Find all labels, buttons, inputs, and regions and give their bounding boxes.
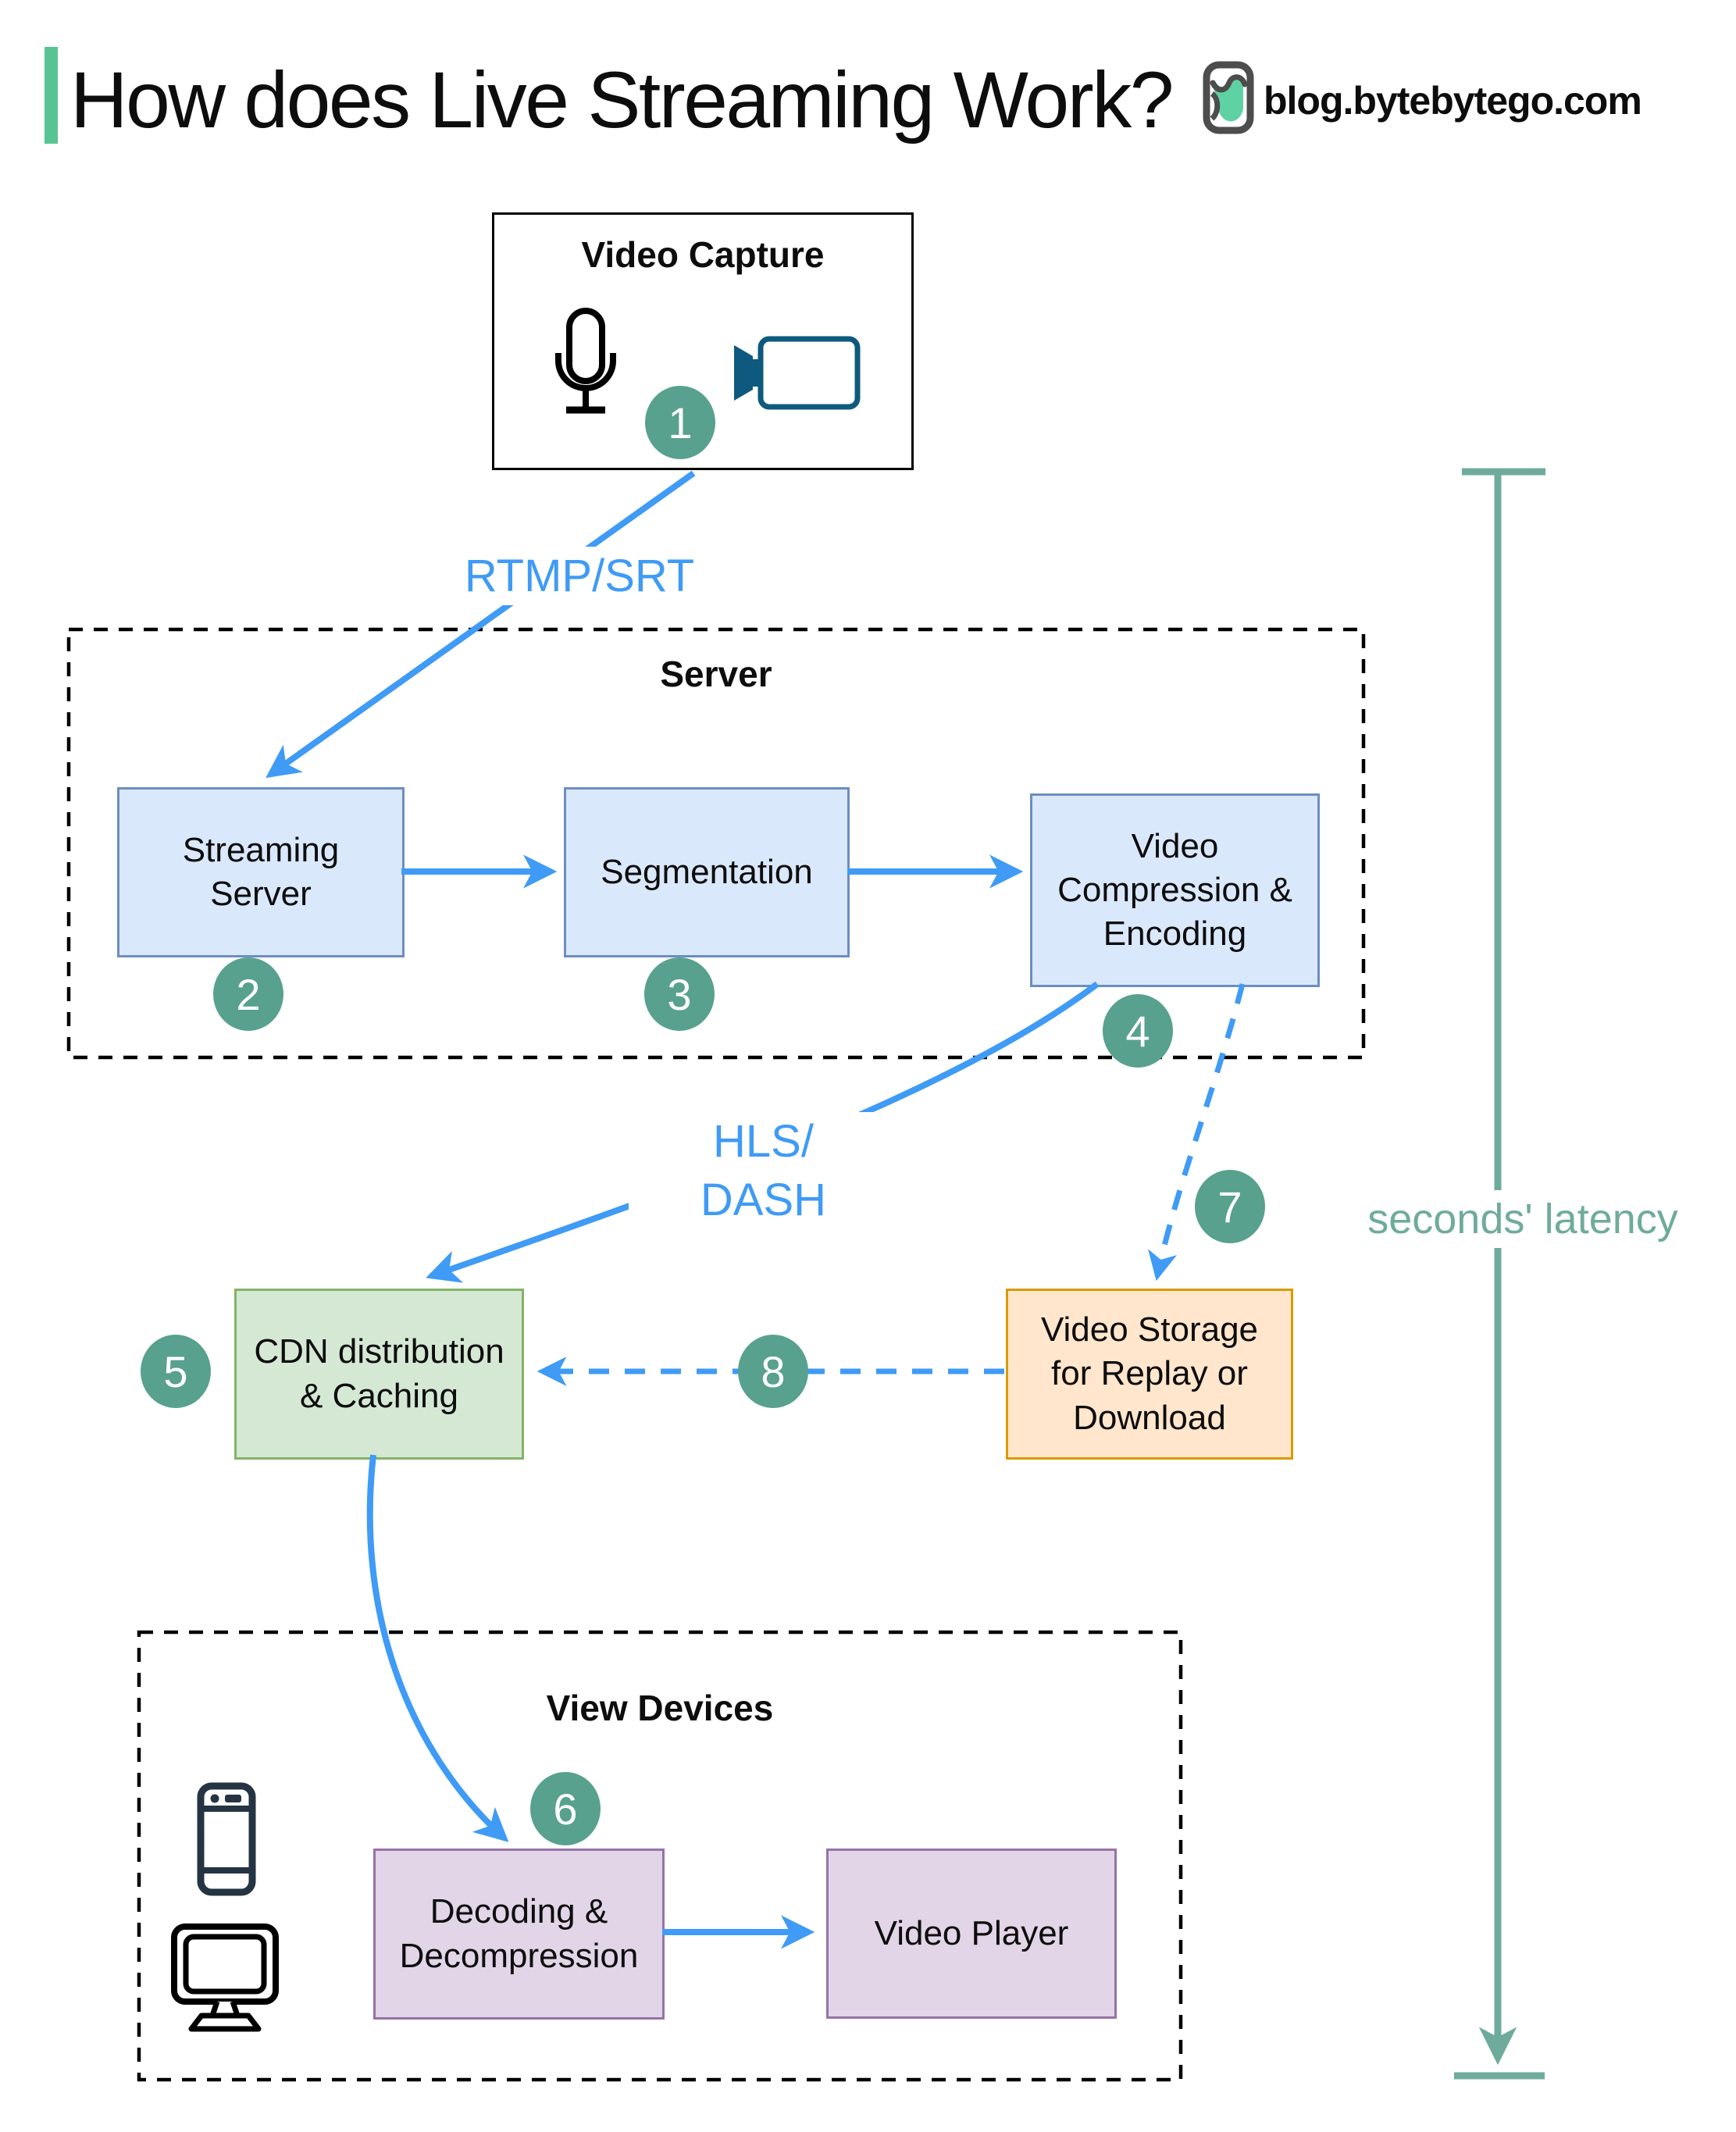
hls-label-line2: DASH bbox=[700, 1175, 827, 1226]
video-capture-title: Video Capture bbox=[581, 234, 825, 275]
cdn-label-line2: & Caching bbox=[299, 1376, 458, 1415]
smartphone-icon bbox=[197, 1782, 256, 1900]
compression-label-line2: Compression & bbox=[1057, 870, 1292, 909]
microphone-icon bbox=[554, 308, 617, 421]
step-badge-6: 6 bbox=[530, 1772, 601, 1845]
bytebytego-logo-icon bbox=[1203, 61, 1254, 138]
arrow-cdn-to-decoding bbox=[366, 1454, 509, 1842]
cdn-label-line1: CDN distribution bbox=[254, 1332, 504, 1371]
monitor-icon bbox=[170, 1923, 280, 2036]
compression-label-line1: Video bbox=[1131, 826, 1219, 865]
step-badge-7: 7 bbox=[1195, 1170, 1265, 1243]
node-decoding-decompression: Decoding & Decompression bbox=[373, 1849, 665, 2020]
edge-label-hls-dash: HLS/ DASH bbox=[629, 1112, 898, 1230]
streaming-server-label-line2: Server bbox=[210, 875, 312, 913]
step-badge-4: 4 bbox=[1103, 994, 1173, 1068]
storage-label-line2: for Replay or bbox=[1051, 1354, 1248, 1393]
step-badge-1: 1 bbox=[645, 386, 715, 459]
video-camera-icon bbox=[733, 336, 861, 414]
edge-label-rtmp-srt: RTMP/SRT bbox=[444, 547, 715, 606]
node-video-player: Video Player bbox=[826, 1849, 1117, 2019]
node-video-compression-encoding: Video Compression & Encoding bbox=[1030, 793, 1320, 987]
latency-label: seconds' latency bbox=[1357, 1190, 1688, 1248]
step-badge-8: 8 bbox=[738, 1335, 808, 1408]
node-streaming-server: Streaming Server bbox=[117, 787, 405, 957]
step-badge-2: 2 bbox=[213, 957, 283, 1031]
compression-label-line3: Encoding bbox=[1103, 914, 1247, 954]
decoding-label-line1: Decoding & bbox=[430, 1892, 608, 1931]
group-title-server: Server bbox=[660, 654, 772, 694]
arrow-capture-to-streaming bbox=[266, 470, 696, 779]
segmentation-label: Segmentation bbox=[601, 852, 813, 891]
storage-label-line3: Download bbox=[1073, 1398, 1226, 1437]
video-player-label: Video Player bbox=[874, 1913, 1069, 1952]
decoding-label-line2: Decompression bbox=[399, 1936, 639, 1975]
site-url: blog.bytebytego.com bbox=[1264, 79, 1642, 123]
page-title: How does Live Streaming Work? bbox=[70, 55, 1174, 144]
storage-label-line1: Video Storage bbox=[1040, 1310, 1259, 1349]
step-badge-3: 3 bbox=[644, 957, 715, 1031]
streaming-server-label-line1: Streaming bbox=[182, 830, 340, 869]
node-video-storage: Video Storage for Replay or Download bbox=[1006, 1289, 1293, 1460]
group-title-view-devices: View Devices bbox=[546, 1688, 774, 1728]
title-accent-bar bbox=[45, 47, 58, 144]
hls-label-line1: HLS/ bbox=[713, 1116, 814, 1167]
node-cdn-distribution-caching: CDN distribution & Caching bbox=[234, 1289, 524, 1460]
node-segmentation: Segmentation bbox=[564, 787, 850, 957]
step-badge-5: 5 bbox=[141, 1335, 211, 1408]
